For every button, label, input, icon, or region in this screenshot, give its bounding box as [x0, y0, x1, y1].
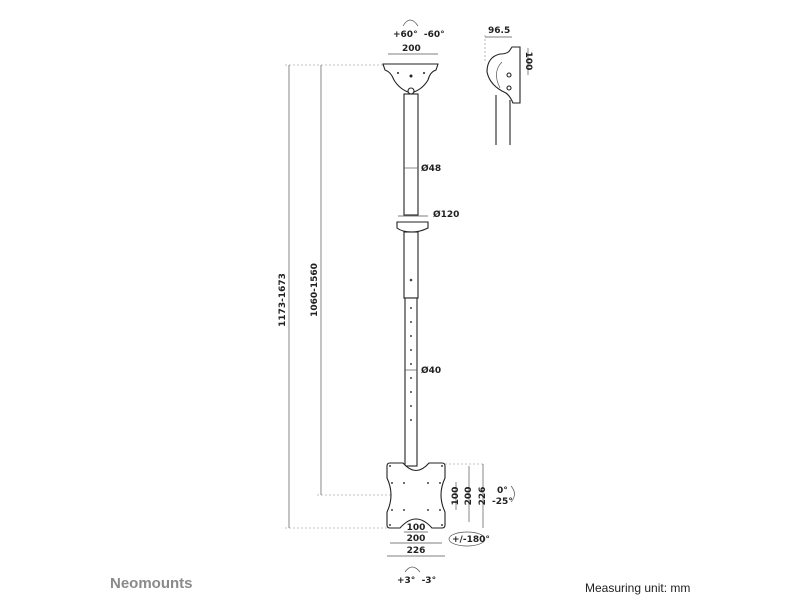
- side-depth-label: 96.5: [488, 26, 510, 36]
- vesa-226-horizontal-label: 226: [407, 546, 426, 556]
- tilt-0-label: 0°: [497, 486, 508, 496]
- rotation-label: +/-180°: [452, 535, 490, 545]
- tilt-arrow-icon: [402, 19, 419, 27]
- lower-diameter-label: Ø40: [421, 365, 441, 376]
- upper-diameter-label: Ø48: [421, 163, 441, 174]
- height-dimensions: 1173-1673 1060-1560: [278, 64, 404, 529]
- swivel-bottom-label: +3° -3°: [397, 576, 436, 586]
- rotation-icon: [448, 531, 486, 547]
- vesa-plate: [386, 462, 446, 529]
- vesa-226-vertical-label: 226: [478, 487, 488, 506]
- tilt-25-label: -25°: [492, 497, 513, 507]
- collar: [396, 221, 429, 233]
- collar-diameter-label: Ø120: [433, 209, 459, 220]
- side-view: 96.5 100: [484, 26, 533, 145]
- measuring-unit: Measuring unit: mm: [585, 581, 691, 595]
- brand-logo: Neomounts: [110, 575, 193, 592]
- vesa-100-vertical-label: 100: [451, 487, 461, 506]
- side-height-label: 100: [523, 52, 533, 71]
- ceiling-plate: [382, 63, 439, 95]
- vesa-200-vertical-label: 200: [464, 487, 474, 506]
- vesa-200-horizontal-label: 200: [407, 534, 426, 544]
- vesa-100-horizontal-label: 100: [407, 523, 426, 533]
- total-height-label: 1173-1673: [278, 273, 288, 327]
- vesa-height-label: 1060-1560: [310, 263, 320, 317]
- ceiling-width-label: 200: [402, 44, 421, 54]
- tilt-top-label: +60° -60°: [393, 30, 445, 40]
- outer-tube: [403, 231, 419, 299]
- tilt-arrow-icon: [510, 485, 515, 503]
- swivel-arrow-icon: [404, 566, 421, 573]
- inner-tube: [404, 297, 418, 467]
- upper-pole: [403, 93, 419, 216]
